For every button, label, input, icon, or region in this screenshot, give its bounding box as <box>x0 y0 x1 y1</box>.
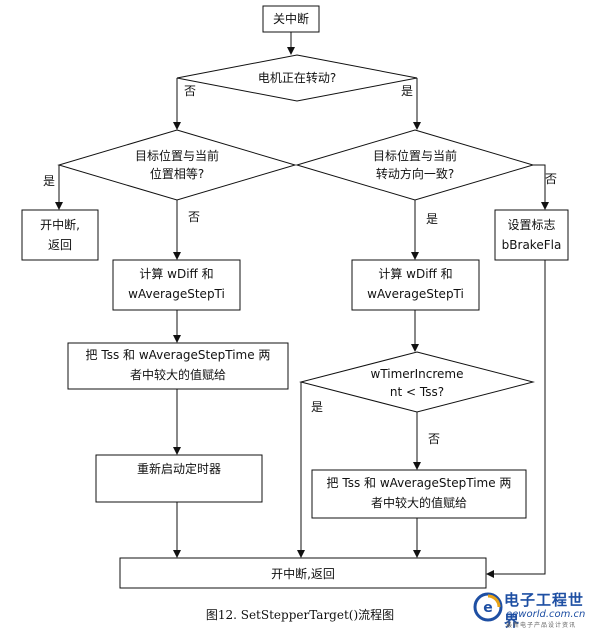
eeworld-logo-icon: e <box>473 592 503 622</box>
set-flag-label-1: 设置标志 <box>507 218 556 232</box>
assign-right-label-2: 者中较大的值赋给 <box>370 496 467 510</box>
assign-right-box <box>311 469 527 519</box>
close-interrupt-box <box>262 5 320 33</box>
calc-left-box <box>112 259 241 311</box>
target-same-dir-diamond <box>295 129 535 201</box>
calc-left-label-1: 计算 wDiff 和 <box>139 267 214 281</box>
set-flag-label-2: bBrakeFla <box>501 238 562 252</box>
watermark-sub-text: 最新电子产品设计资讯 <box>506 622 577 629</box>
assign-left-label-1: 把 Tss 和 wAverageStepTime 两 <box>85 348 271 362</box>
open-return-box <box>21 209 99 261</box>
eeworld-watermark: e 电子工程世界 eeworld.com.cn 最新电子产品设计资讯 <box>470 589 598 630</box>
target-same-dir-label-2: 转动方向一致? <box>375 167 455 181</box>
calc-right-label-2: wAverageStepTi <box>367 287 464 301</box>
close-interrupt-label: 关中断 <box>272 12 309 26</box>
calc-left-label-2: wAverageStepTi <box>128 287 225 301</box>
target-same-dir-label-1: 目标位置与当前 <box>372 149 457 163</box>
timer-compare-diamond <box>299 351 535 413</box>
timer-compare-label-1: wTimerIncreme <box>370 367 464 381</box>
assign-left-box <box>67 342 289 390</box>
motor-running-label: 电机正在转动? <box>257 71 337 85</box>
branch-motor-yes: 是 <box>401 84 414 98</box>
timer-compare-label-2: nt < Tss? <box>389 385 445 399</box>
set-flag-box <box>494 209 569 261</box>
restart-timer-label: 重新启动定时器 <box>136 462 221 476</box>
assign-left-label-2: 者中较大的值赋给 <box>129 368 226 382</box>
figure-caption: 图12. SetStepperTarget()流程图 <box>205 608 395 622</box>
target-equal-label-1: 目标位置与当前 <box>134 149 219 163</box>
branch-dir-no: 否 <box>545 172 558 186</box>
final-open-return-label: 开中断,返回 <box>271 567 335 581</box>
calc-right-label-1: 计算 wDiff 和 <box>378 267 453 281</box>
svg-text:e: e <box>483 600 493 616</box>
open-return-label-2: 返回 <box>47 238 72 252</box>
branch-timer-no: 否 <box>428 432 441 446</box>
branch-equal-yes: 是 <box>43 174 56 188</box>
final-open-return-box <box>119 557 487 589</box>
branch-motor-no: 否 <box>184 84 197 98</box>
open-return-label-1: 开中断, <box>40 218 80 232</box>
branch-dir-yes: 是 <box>426 212 439 226</box>
branch-timer-yes: 是 <box>311 400 324 414</box>
target-equal-diamond <box>57 129 297 201</box>
watermark-main-text: 电子工程世界 <box>504 591 585 630</box>
restart-timer-box <box>95 454 263 503</box>
watermark-site-text: eeworld.com.cn <box>506 609 586 620</box>
branch-equal-no: 否 <box>188 210 201 224</box>
target-equal-label-2: 位置相等? <box>149 167 205 181</box>
motor-running-diamond <box>176 54 418 102</box>
assign-right-label-1: 把 Tss 和 wAverageStepTime 两 <box>326 476 512 490</box>
